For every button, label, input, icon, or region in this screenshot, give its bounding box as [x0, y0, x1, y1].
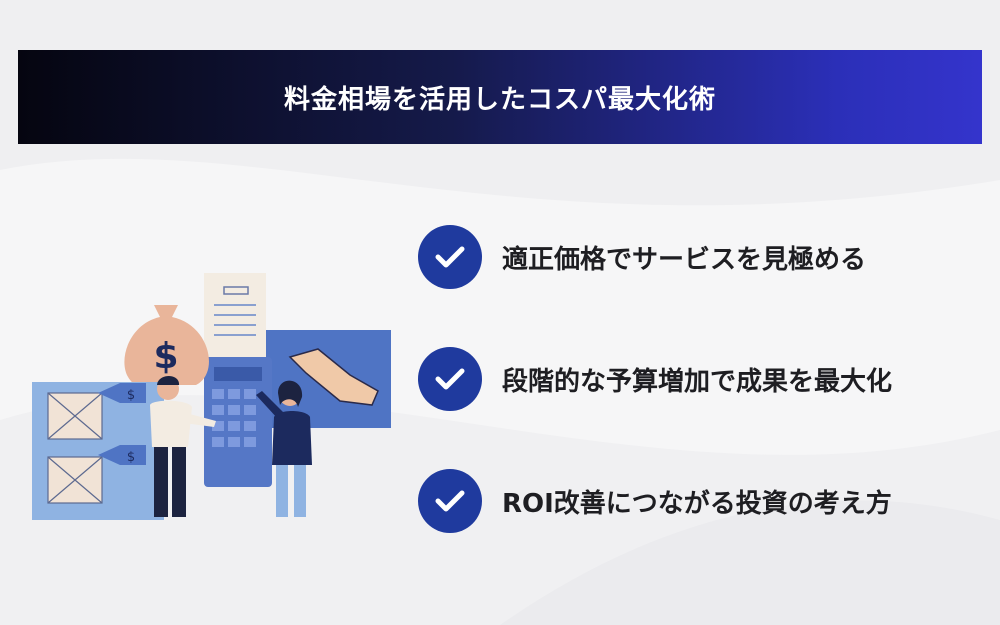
list-item: 適正価格でサービスを見極める [418, 222, 866, 292]
money-bag-icon [124, 305, 209, 385]
list-item: ROI改善につながる投資の考え方 [418, 466, 892, 536]
price-tag-icon [98, 445, 146, 465]
list-item-label: 適正価格でサービスを見極める [502, 244, 867, 275]
banknote-icon [288, 348, 379, 406]
receipt-icon [204, 273, 266, 365]
list-item-label: 段階的な予算増加で成果を最大化 [502, 366, 893, 397]
man-figure [150, 376, 216, 517]
title-banner: 料金相場を活用したコスパ最大化術 [18, 50, 982, 144]
checkmark-icon [418, 469, 482, 533]
price-tag-dollar: $ [127, 388, 135, 403]
budget-illustration: $ $ $ [32, 273, 391, 520]
checkmark-icon [418, 225, 482, 289]
woman-figure [256, 380, 312, 517]
price-tag-dollar: $ [127, 450, 135, 465]
banner-title: 料金相場を活用したコスパ最大化術 [283, 84, 716, 115]
money-bag-dollar: $ [153, 336, 178, 377]
price-tag-icon [98, 383, 146, 403]
list-item: 段階的な予算増加で成果を最大化 [418, 344, 892, 414]
list-item-label: ROI改善につながる投資の考え方 [502, 488, 892, 519]
checkmark-icon [418, 347, 482, 411]
